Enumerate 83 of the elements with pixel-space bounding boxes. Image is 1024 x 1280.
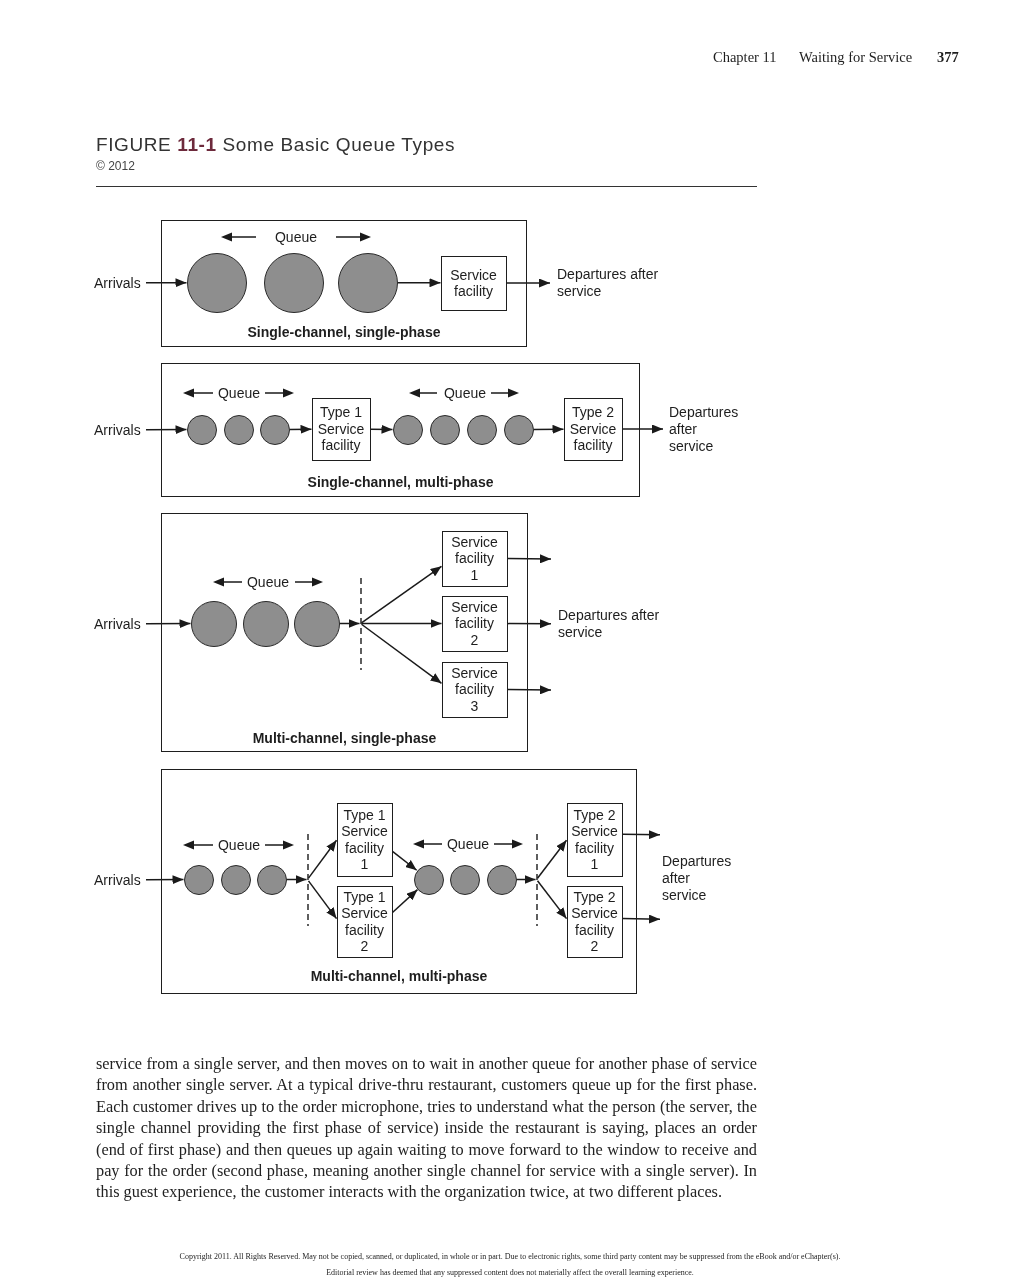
arrow: [288, 424, 313, 434]
customer-circle: [183, 864, 214, 895]
panel-title: Single-channel, single-phase: [247, 323, 441, 341]
queue-panel: [161, 769, 637, 994]
arrow: [145, 875, 185, 885]
queue-panel: [161, 363, 640, 497]
queue-label: Queue: [247, 573, 289, 591]
service-facility-box: Service facility 3: [441, 661, 508, 718]
service-facility-box: Type 2 Service facility 2: [566, 885, 623, 958]
arrow: [307, 880, 338, 920]
queue-label: Queue: [218, 836, 260, 854]
service-facility-box: Type 2 Service facility: [563, 397, 623, 461]
queue-label: Queue: [447, 835, 489, 853]
arrow: [536, 839, 568, 879]
customer-circle: [186, 414, 217, 445]
arrow: [515, 875, 537, 884]
arrow: [145, 619, 192, 629]
departures-label: Departures after service: [663, 402, 745, 456]
service-facility-box: Type 1 Service facility 2: [336, 885, 393, 958]
copyright-notice: Copyright 2011. All Rights Reserved. May not be copied, scanned, or duplicated, in whole or in part. Due to electronic rights, some third party content may be suppressed from the eBook and/or eChapter(s).: [179, 1252, 841, 1262]
panel-title: Multi-channel, multi-phase: [310, 967, 488, 985]
arrow: [506, 685, 552, 695]
arrow: [506, 554, 552, 564]
service-facility-box: Service facility 1: [441, 530, 508, 587]
arrivals-label: Arrivals: [94, 273, 146, 293]
arrow: [621, 830, 661, 840]
arrivals-label: Arrivals: [94, 614, 146, 634]
departures-label: Departures after service: [550, 265, 675, 301]
dashed-divider: [306, 833, 309, 926]
queue-label: Queue: [275, 228, 317, 246]
arrow: [391, 888, 419, 914]
departures-label: Departures after service: [551, 606, 681, 642]
page-number: 377: [937, 49, 959, 66]
customer-circle: [223, 414, 254, 445]
customer-circle: [220, 864, 251, 895]
copyright-notice: Editorial review has deemed that any suppressed content does not materially affect the overall learning experience.: [326, 1268, 694, 1278]
running-head: Waiting for Service: [799, 49, 913, 66]
arrow: [145, 278, 188, 288]
customer-circle: [466, 414, 497, 445]
customer-circle: [503, 414, 534, 445]
arrow: [307, 839, 338, 879]
customer-circle: [392, 414, 423, 445]
service-facility-box: Service facility: [440, 255, 507, 311]
arrivals-label: Arrivals: [94, 870, 146, 890]
departures-label: Departures after service: [660, 830, 738, 926]
queue-panel: [161, 220, 527, 347]
customer-circle: [413, 864, 444, 895]
arrow: [338, 619, 361, 628]
arrow: [285, 875, 308, 884]
customer-circle: [256, 864, 287, 895]
arrow: [360, 565, 443, 624]
customer-circle: [486, 864, 517, 895]
arrow: [621, 424, 664, 434]
arrow: [145, 425, 188, 435]
arrow: [360, 619, 443, 628]
service-facility-box: Type 1 Service facility: [311, 397, 371, 461]
arrow: [506, 619, 552, 629]
arrivals-label: Arrivals: [94, 420, 146, 440]
arrow: [360, 623, 443, 685]
service-facility-box: Type 2 Service facility 1: [566, 802, 623, 877]
arrow: [532, 424, 565, 434]
panel-title: Single-channel, multi-phase: [307, 473, 494, 491]
arrow: [391, 850, 418, 871]
running-head: Chapter 11: [713, 49, 777, 66]
queue-panel: [161, 513, 528, 752]
queue-label: Queue: [218, 384, 260, 402]
customer-circle: [449, 864, 480, 895]
dashed-divider: [535, 833, 538, 926]
queue-label: Queue: [444, 384, 486, 402]
arrow: [536, 880, 568, 920]
dashed-divider: [359, 577, 362, 670]
arrow: [369, 424, 394, 434]
service-facility-box: Type 1 Service facility 1: [336, 802, 393, 877]
arrow: [505, 278, 551, 288]
customer-circle: [429, 414, 460, 445]
body-paragraph: service from a single server, and then moves on to wait in another queue for another phase of service from another single server. At a typical drive-thru restaurant, customers queue up for the first phase. Each customer drives up to the order microphone, tries to understand what the person (the server, the single channel providing the first phase of service) inside the restaurant is saying, places an order (end of first phase) and then queues up again waiting to move forward to the window to receive and pay for the order (second phase, meaning another single channel for service with a single server). In this guest experience, the customer interacts with the organization twice, at two different places.: [96, 1053, 757, 1203]
panel-title: Multi-channel, single-phase: [252, 729, 437, 747]
arrow: [396, 278, 442, 288]
arrow: [621, 914, 661, 924]
service-facility-box: Service facility 2: [441, 595, 508, 652]
customer-circle: [259, 414, 290, 445]
figure-title: FIGURE 11-1 Some Basic Queue Types: [96, 134, 456, 156]
credit-line: © 2012: [96, 159, 135, 173]
